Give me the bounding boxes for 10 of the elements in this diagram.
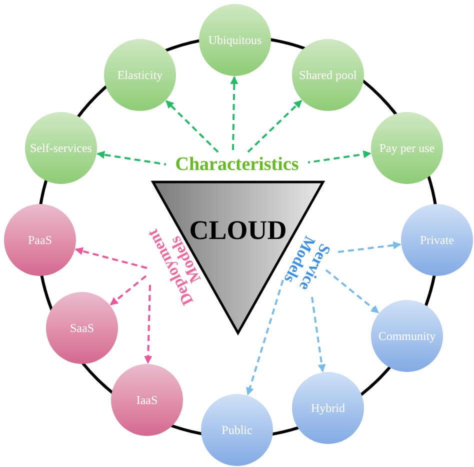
dashed-arrow: [74, 247, 148, 269]
dashed-arrow: [247, 100, 302, 153]
dashed-arrow: [230, 76, 238, 150]
dashed-arrow: [144, 284, 152, 364]
dashed-arrow: [325, 269, 380, 314]
dashed-arrow: [246, 280, 284, 396]
dashed-arrow: [311, 296, 326, 372]
dashed-arrow: [166, 100, 219, 153]
dashed-arrow: [338, 241, 402, 253]
dashed-arrow: [110, 275, 147, 306]
